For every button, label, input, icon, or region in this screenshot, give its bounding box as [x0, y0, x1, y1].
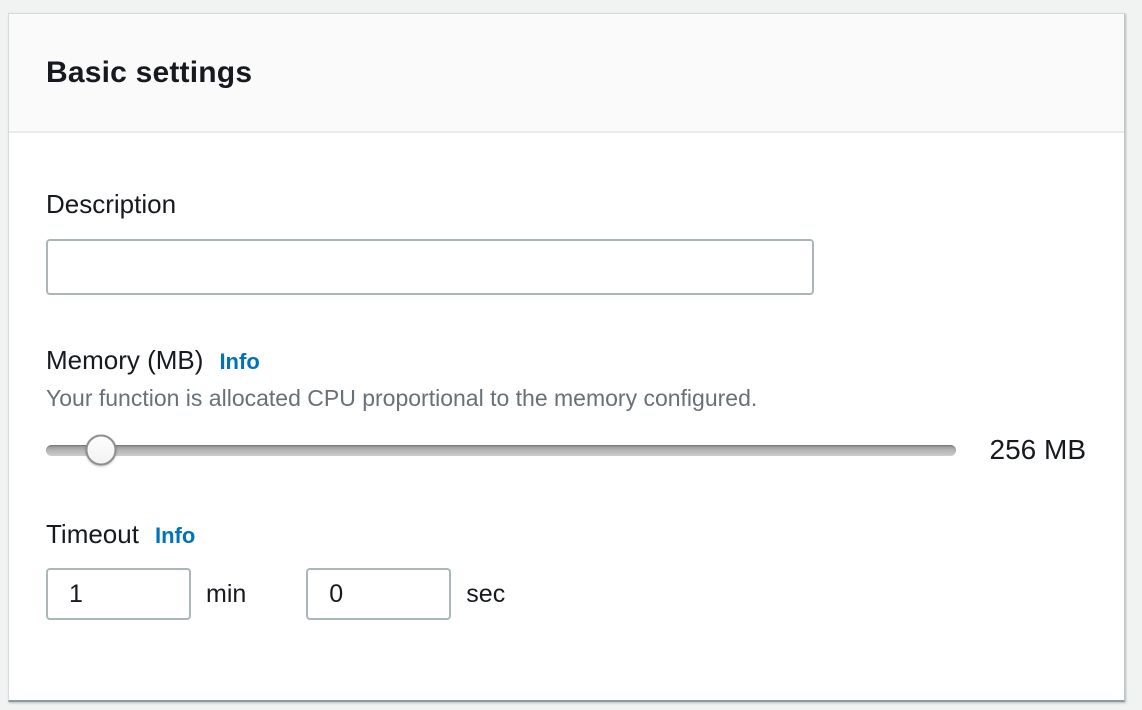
description-label: Description — [46, 189, 177, 219]
basic-settings-panel: Basic settings Description Memory (MB) I… — [8, 13, 1125, 702]
panel-title: Basic settings — [46, 55, 253, 89]
memory-slider-row: 256 MB — [46, 433, 1086, 467]
timeout-minutes-input[interactable] — [46, 568, 191, 620]
description-input[interactable] — [46, 239, 814, 295]
memory-label: Memory (MB) — [46, 345, 204, 375]
timeout-label: Timeout — [46, 519, 139, 549]
memory-info-link[interactable]: Info — [219, 349, 260, 374]
description-field: Description — [46, 189, 1087, 295]
memory-value: 256 MB — [989, 434, 1087, 465]
timeout-seconds-input[interactable] — [306, 568, 452, 620]
timeout-minutes-unit: min — [206, 579, 247, 608]
panel-body: Description Memory (MB) Info Your functi… — [9, 133, 1124, 620]
panel-header: Basic settings — [9, 14, 1124, 133]
memory-slider-handle[interactable] — [85, 434, 117, 466]
timeout-seconds-unit: sec — [466, 579, 506, 608]
memory-slider-track[interactable] — [46, 434, 956, 466]
memory-helper-text: Your function is allocated CPU proportio… — [46, 385, 758, 411]
memory-field: Memory (MB) Info Your function is alloca… — [46, 345, 1087, 467]
timeout-field: Timeout Info min sec — [46, 519, 1087, 620]
timeout-info-link[interactable]: Info — [154, 523, 196, 548]
